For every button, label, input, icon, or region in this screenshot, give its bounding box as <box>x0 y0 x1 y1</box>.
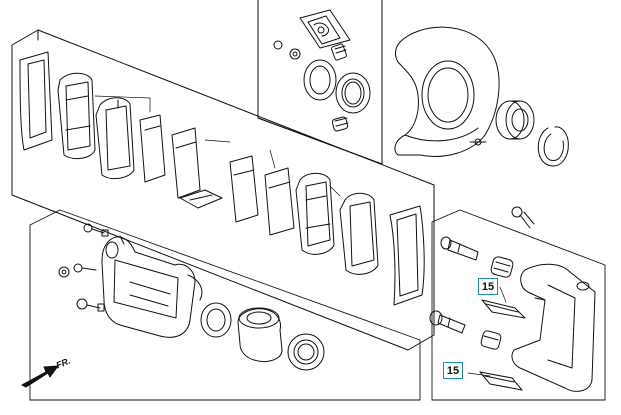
piston-seal <box>200 302 232 338</box>
shim-3 <box>229 155 259 223</box>
pad-retainer-lower <box>479 371 523 391</box>
kit-bag <box>299 9 351 49</box>
shim-1 <box>139 114 166 183</box>
small-boot-top <box>331 116 349 132</box>
caliper-panel <box>29 209 421 401</box>
brake-pad-left-2 <box>57 72 96 160</box>
mounting-bolt <box>76 298 105 312</box>
brake-pad-right-2 <box>339 192 379 275</box>
dust-shield <box>394 26 500 157</box>
brake-pad-outer-left <box>19 51 53 151</box>
bleeder-screw <box>83 223 109 237</box>
wheel-bearing <box>495 100 535 140</box>
bracket-panel <box>431 209 606 401</box>
shim-4 <box>264 167 295 236</box>
guide-pin-upper <box>440 236 479 261</box>
callout-leaders <box>467 286 507 377</box>
seal-kit-panel <box>257 0 383 165</box>
brake-pad-right-1 <box>295 172 335 255</box>
pad-kit-panel <box>11 29 435 351</box>
caliper-bracket <box>511 263 596 392</box>
forward-arrow-icon <box>21 365 59 388</box>
pin-boot-upper <box>490 256 514 278</box>
small-pins <box>273 40 347 61</box>
piston-boot <box>287 333 325 371</box>
pin-boot-lower <box>480 330 502 350</box>
callout-15-upper: 15 <box>478 278 498 295</box>
guide-pin-lower <box>429 310 466 334</box>
brake-pad-right-outer <box>389 205 425 306</box>
snap-ring <box>537 126 569 167</box>
pad-leaders <box>94 95 341 197</box>
shim-2 <box>171 127 201 199</box>
brake-pad-left-3 <box>95 97 135 180</box>
bracket-bolt <box>511 206 535 229</box>
caliper-piston <box>237 307 283 363</box>
caliper-body <box>101 235 203 338</box>
banjo-bolt <box>73 263 97 273</box>
pad-retainer-upper <box>481 299 526 319</box>
bleeder-cap <box>58 266 70 278</box>
piston-seals-top <box>303 59 371 114</box>
pad-clip <box>179 189 223 209</box>
callout-15-lower: 15 <box>443 362 463 379</box>
